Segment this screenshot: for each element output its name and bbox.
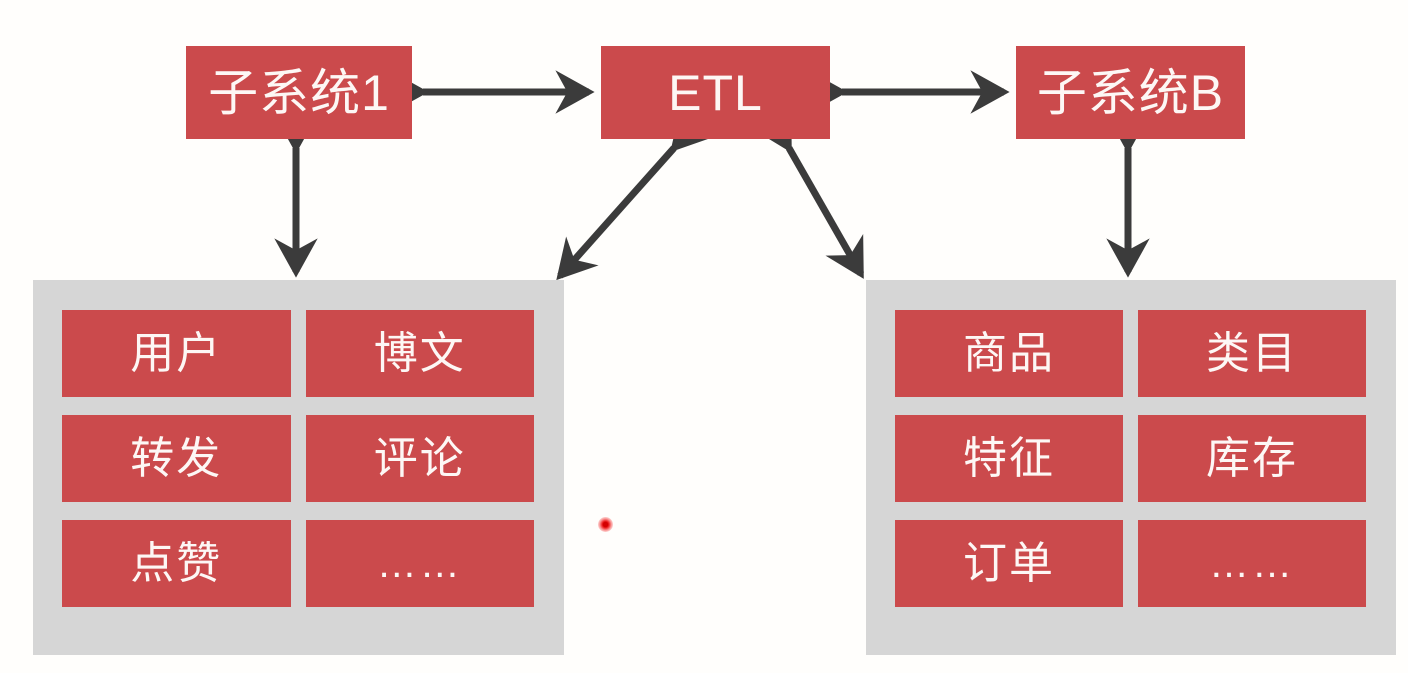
right-cell-more[interactable]: …… <box>1138 520 1366 607</box>
connector-etl-leftstore <box>556 108 713 281</box>
right-cell-category[interactable]: 类目 <box>1138 310 1366 397</box>
node-etl[interactable]: ETL <box>601 46 830 139</box>
group-left-data-store: 用户 博文 转发 评论 点赞 …… <box>33 280 564 655</box>
right-cell-stock[interactable]: 库存 <box>1138 415 1366 502</box>
left-store-grid: 用户 博文 转发 评论 点赞 …… <box>62 310 534 607</box>
cursor-pointer-dot <box>598 517 613 532</box>
right-store-grid: 商品 类目 特征 库存 订单 …… <box>895 310 1366 607</box>
left-cell-repost[interactable]: 转发 <box>62 415 291 502</box>
left-cell-like[interactable]: 点赞 <box>62 520 291 607</box>
right-cell-product[interactable]: 商品 <box>895 310 1123 397</box>
left-cell-post[interactable]: 博文 <box>305 310 534 397</box>
left-cell-more[interactable]: …… <box>305 520 534 607</box>
right-cell-order[interactable]: 订单 <box>895 520 1123 607</box>
left-cell-comment[interactable]: 评论 <box>305 415 534 502</box>
connector-etl-rightstore <box>753 108 865 279</box>
group-right-data-store: 商品 类目 特征 库存 订单 …… <box>866 280 1396 655</box>
node-subsystem-b[interactable]: 子系统B <box>1016 46 1245 139</box>
left-cell-user[interactable]: 用户 <box>62 310 291 397</box>
right-cell-feature[interactable]: 特征 <box>895 415 1123 502</box>
node-subsystem-1[interactable]: 子系统1 <box>186 46 412 139</box>
